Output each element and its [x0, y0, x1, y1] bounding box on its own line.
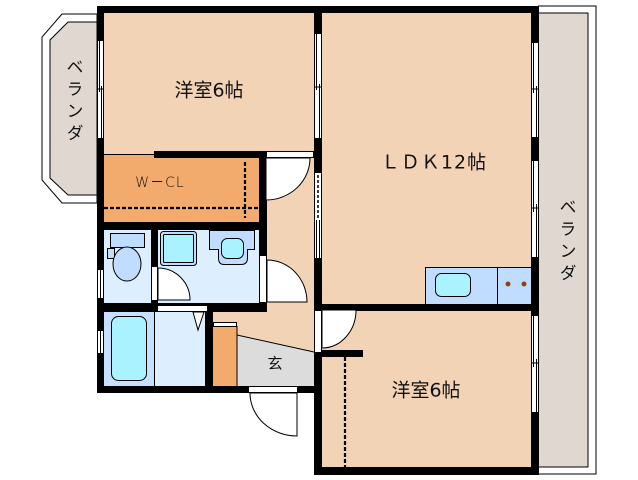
- room-label-western-south: 洋室6帖: [391, 379, 461, 402]
- room-label-ldk: ＬＤＫ12帖: [380, 151, 488, 174]
- stove-burner-icon: [521, 281, 527, 287]
- kitchen-counter-icon: [425, 267, 532, 305]
- room-label-western-north: 洋室6帖: [174, 79, 244, 102]
- window-bath: [97, 330, 104, 354]
- toilet-icon: [107, 233, 145, 282]
- bathtub-icon: [111, 316, 147, 381]
- door-washroom: [259, 255, 308, 303]
- window-toilet: [97, 269, 104, 299]
- window-west-room: [97, 40, 104, 139]
- kitchen-sink-icon: [435, 273, 471, 297]
- veranda-east: [537, 5, 597, 475]
- vanity-sink-icon: [209, 230, 255, 265]
- entrance-door: [248, 386, 298, 437]
- door-toilet: [151, 266, 191, 301]
- room-label-entrance: 玄: [267, 354, 283, 373]
- veranda-label-east: ベランダ: [555, 198, 576, 286]
- door-hall-to-north-room: [265, 151, 314, 201]
- sliding-door-room-ldk: [314, 33, 322, 139]
- sliding-door-hall-ldk: [314, 172, 322, 259]
- western-room-north-floor: [104, 13, 314, 154]
- veranda-label-west: ベランダ: [62, 58, 83, 146]
- window-room-south-east: [531, 315, 539, 413]
- door-bathroom: [157, 305, 208, 332]
- stove-burner-icon: [505, 281, 511, 287]
- ldk-floor: [322, 13, 531, 304]
- window-ldk-east-1: [531, 42, 539, 138]
- shoe-cabinet: [213, 322, 238, 386]
- entrance-floor: [236, 334, 315, 386]
- western-room-south-floor: [322, 311, 531, 467]
- room-label-walk-in-closet: W－CL: [135, 175, 185, 191]
- window-ldk-east-2: [531, 160, 539, 258]
- walk-in-closet-floor: [104, 154, 260, 222]
- door-south-room: [314, 309, 357, 353]
- washing-machine-pan-icon: [160, 231, 197, 266]
